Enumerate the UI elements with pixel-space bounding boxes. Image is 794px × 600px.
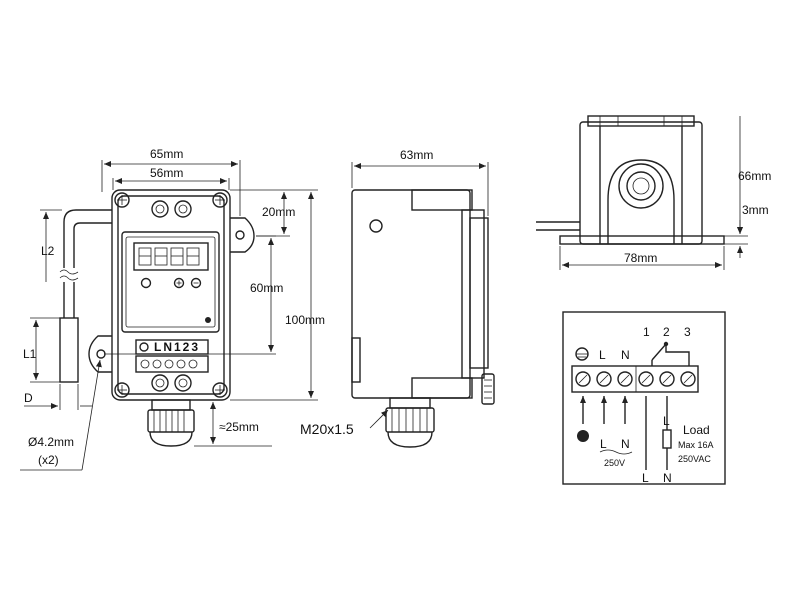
wiring-label-3: 3: [684, 325, 691, 339]
side-knob: [481, 373, 495, 405]
supply-label-L: L: [600, 437, 607, 451]
earth-icon: [139, 342, 149, 352]
front-housing: [111, 189, 231, 401]
supply-voltage: 250V: [604, 458, 625, 468]
wiring-label-1: 1: [643, 325, 650, 339]
dim-L2: L2: [41, 244, 55, 258]
side-body: [351, 189, 471, 399]
load-max-current: Max 16A: [678, 440, 714, 450]
front-housing-inner: [117, 195, 225, 395]
wiring-terminal-strip: [571, 365, 699, 393]
side-mount-tab: [351, 337, 361, 383]
dim-20mm: 20mm: [262, 205, 295, 219]
load-label-L-top: L: [663, 414, 670, 428]
top-view: 66mm 3mm 78mm: [536, 115, 771, 270]
load-label-N: N: [663, 471, 672, 485]
front-view: LN123: [20, 147, 325, 471]
supply-label-N: N: [621, 437, 630, 451]
ac-wave-icon: [599, 449, 633, 455]
dim-66mm: 66mm: [738, 169, 771, 183]
probe-sensor: [59, 317, 79, 383]
dim-56mm: 56mm: [150, 166, 183, 180]
bottom-screw-icon: [151, 374, 192, 392]
dim-L1: L1: [23, 347, 37, 361]
dim-78mm: 78mm: [624, 251, 657, 265]
earth-bottom-icon: [577, 430, 589, 442]
dim-100mm: 100mm: [285, 313, 325, 327]
wiring-label-N: N: [621, 348, 630, 362]
lcd-digit-icon: [138, 247, 200, 266]
terminal-screw-icon: [140, 359, 198, 369]
mounting-ear-left: [88, 335, 112, 373]
dim-65mm: 65mm: [150, 147, 183, 161]
dim-hole-diameter: Ø4.2mm: [28, 435, 74, 449]
display-panel: [121, 231, 220, 333]
load-title: Load: [683, 423, 710, 437]
earth-symbol-icon: [575, 347, 589, 361]
probe-cable-inner: [73, 222, 112, 268]
top-gland-housing: [607, 159, 675, 244]
top-base-plate: [559, 235, 725, 245]
load-label-L: L: [642, 471, 649, 485]
wiring-frame: [562, 311, 726, 485]
side-lid-bottom: [411, 377, 473, 399]
gland-outer-icon: [618, 163, 664, 209]
lcd-display: [133, 242, 209, 271]
dim-63mm: 63mm: [400, 148, 433, 162]
side-lid-top: [411, 189, 473, 211]
wiring-label-L: L: [599, 348, 606, 362]
dim-60mm: 60mm: [250, 281, 283, 295]
wiring-terminal-screw-icon: [575, 371, 696, 387]
dim-hole-count: (x2): [38, 453, 59, 467]
mounting-ear-right: [230, 217, 255, 253]
top-screw-icon: [151, 200, 192, 218]
wiring-diagram: L N 1 2 3 L N: [562, 311, 726, 485]
indicator-dot: [205, 317, 211, 323]
dim-3mm: 3mm: [742, 203, 769, 217]
probe-cable: [63, 209, 112, 268]
side-screw-icon: [369, 219, 383, 233]
side-view: 63mm M20x1.5: [300, 148, 495, 448]
terminal-block: [135, 355, 209, 373]
cable-gland-side: [385, 397, 435, 448]
load-voltage: 250VAC: [678, 454, 711, 464]
cable-gland-front: [147, 399, 195, 447]
dim-25mm: ≈25mm: [219, 420, 259, 434]
top-body: [579, 121, 703, 245]
corner-screw-icon: [114, 192, 228, 398]
load-resistor-icon: [662, 429, 672, 449]
terminal-labels: LN123: [154, 340, 200, 354]
wiring-label-2: 2: [663, 325, 670, 339]
side-lid: [461, 209, 485, 379]
relay-contact-icon: [651, 341, 690, 366]
thread-size: M20x1.5: [300, 421, 354, 437]
button-icon: [140, 277, 202, 289]
dim-D: D: [24, 391, 33, 405]
